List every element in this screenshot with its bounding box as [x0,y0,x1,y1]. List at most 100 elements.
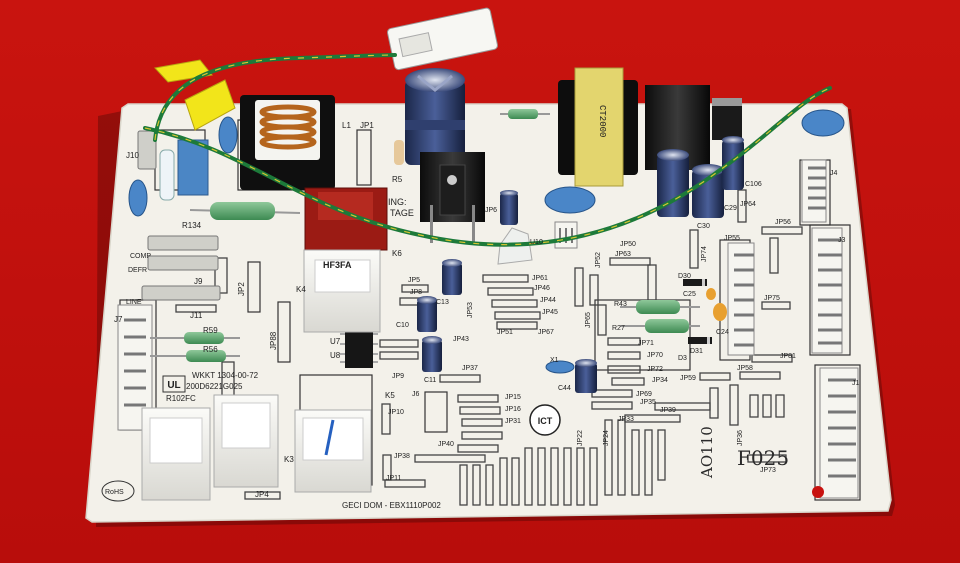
label-j7: J7 [114,315,123,324]
label-jp43: JP43 [453,336,469,343]
label-jp15: JP15 [505,394,521,401]
label-jp81: JP81 [780,353,796,360]
label-u8: U8 [330,351,341,360]
label-jp64: JP64 [740,201,756,208]
label-u7: U7 [330,337,341,346]
label-jp45: JP45 [542,309,558,316]
label-jp88: JP88 [269,331,278,350]
label-j10: J10 [126,151,139,160]
label-c44: C44 [558,385,571,392]
wire-connector-plug [387,7,498,71]
label-jp46: JP46 [534,285,550,292]
label-ict: ICT [538,416,553,426]
label-k3: K3 [284,455,294,464]
label-l1: L1 [342,121,351,130]
label-jp59: JP59 [680,375,696,382]
ict-sticker [529,404,561,436]
label-jp16: JP16 [505,406,521,413]
label-jp55: JP55 [724,235,740,242]
label-r56: R56 [203,345,218,354]
label-r102fc: R102FC [166,394,196,403]
label-j4: J4 [830,170,838,177]
label-jp36: JP36 [737,430,744,446]
label-jp33: JP33 [618,416,634,423]
ic-chips [340,328,378,368]
mounting-hole [812,486,824,498]
label-line: LINE [126,299,142,306]
label-jp50: JP50 [620,241,636,248]
label-jp53: JP53 [467,302,474,318]
label-jp39: JP39 [660,407,676,414]
heatsink-right [645,85,742,170]
label-jp10: JP10 [388,409,404,416]
relay-brand-k4: HF3FA [323,260,352,270]
label-jp69: JP69 [636,391,652,398]
inductor-l1 [240,95,335,190]
label-jp34: JP34 [652,377,668,384]
diodes [683,279,727,344]
relay-k3-white [294,409,372,493]
handwritten-code-2: AO110 [698,426,716,479]
label-jp72: JP72 [647,366,663,373]
label-jp74: JP74 [701,246,708,262]
small-capacitors [417,190,597,393]
label-part-no: 200D6221G025 [186,382,243,391]
label-jp51: JP51 [497,329,513,336]
label-j3: J3 [838,237,846,244]
label-jp67: JP67 [538,329,554,336]
label-r59: R59 [203,326,218,335]
label-jp73: JP73 [760,467,776,474]
label-jp5: JP5 [408,277,420,284]
label-jp71: JP71 [638,340,654,347]
label-k4: K4 [296,285,306,294]
label-defr: DEFR [128,267,147,274]
label-jp22: JP22 [577,430,584,446]
label-d31: D31 [690,348,703,355]
label-c25: C25 [683,291,696,298]
label-rohs: RoHS [105,489,124,496]
relay-k4-white [303,249,381,333]
label-r43: R43 [614,301,627,308]
label-j1: J1 [852,380,860,387]
handwritten-code: F025 [737,446,789,470]
label-jp4: JP4 [255,490,269,499]
label-wkkt: WKKT 1304-00-72 [192,371,259,380]
relay-middle-white [213,394,279,488]
transformer-yellow: CT2000 [558,67,638,187]
label-jp31: JP31 [505,418,521,425]
label-u10: U10 [530,239,543,246]
label-jp2: JP2 [237,282,246,296]
label-d30: D30 [678,273,691,280]
label-k5: K5 [385,391,395,400]
label-j11: J11 [190,311,203,320]
label-jp52: JP52 [595,252,602,268]
label-jp70: JP70 [647,352,663,359]
connector-j3 [811,227,843,354]
rohs-badge [101,480,135,502]
label-c11: C11 [424,377,436,384]
connector-j4 [801,159,827,223]
label-j9: J9 [194,277,203,286]
silkscreen-text: J10 L1 JP1 R5 R134 COMP DEFR J9 JP2 LINE… [105,121,860,510]
board-id-label: GECI DOM - EBX1110P002 [342,501,441,510]
label-r5: R5 [392,175,403,184]
ul-logo: UL [162,375,186,393]
label-jp24: JP24 [603,430,610,446]
label-x1: X1 [550,357,559,364]
label-c30: C30 [697,223,710,230]
voltage-text-fragment: TAGE [390,208,414,218]
label-r27: R27 [612,325,625,332]
label-jp61: JP61 [532,275,548,282]
jumper-pads [175,189,803,506]
label-jp40: JP40 [438,441,454,448]
label-jp56: JP56 [775,219,791,226]
label-jp38: JP38 [394,453,410,460]
connector-header-small [554,221,578,249]
resistors [150,109,700,362]
label-jp1: JP1 [360,121,374,130]
label-jp58: JP58 [737,365,753,372]
blue-disc-capacitors [128,109,845,374]
connector-jp55 [727,242,755,356]
capacitor-large [405,68,465,165]
label-c10: C10 [396,322,409,329]
